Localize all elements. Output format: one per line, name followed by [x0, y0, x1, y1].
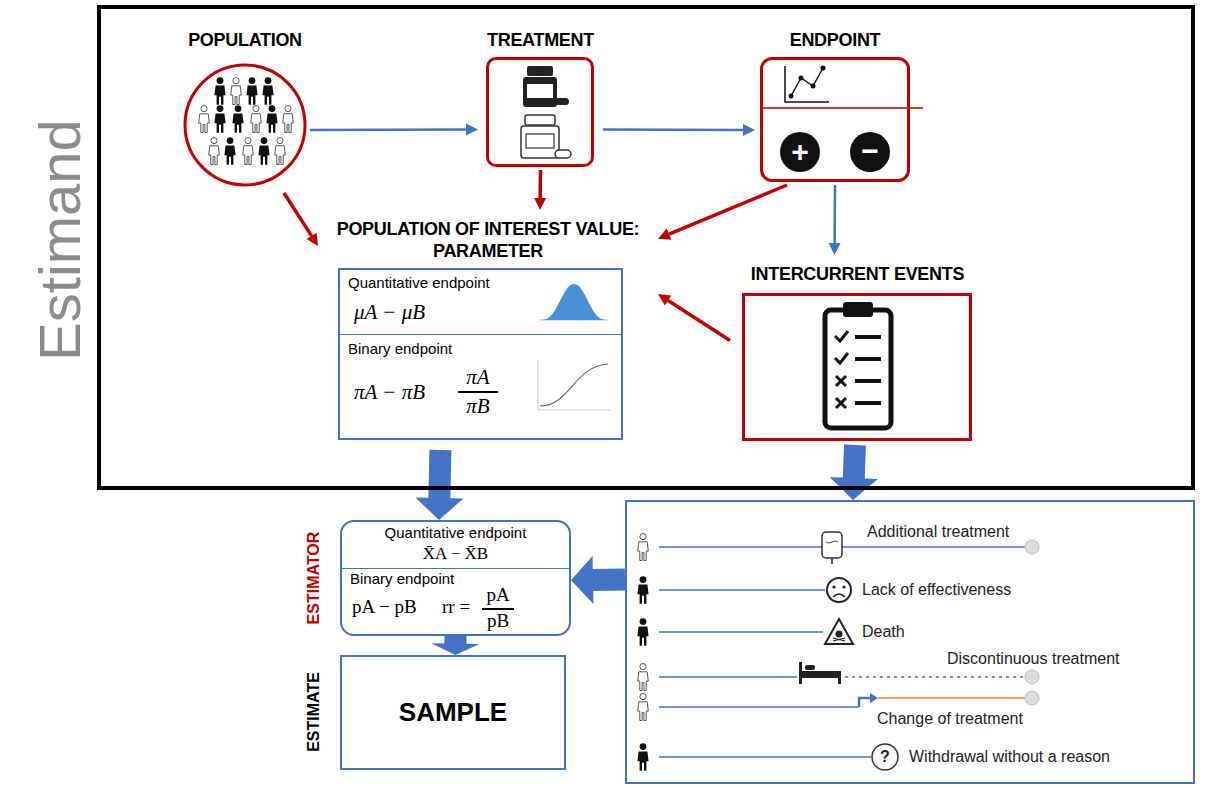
event-label: Withdrawal without a reason	[909, 747, 1110, 766]
endpoint-type: Binary endpoint	[350, 570, 454, 588]
parameter-node: Quantitative endpoint μA − μB Binary endpo…	[318, 210, 658, 450]
vertical-heading: ESTIMATE	[303, 656, 325, 768]
parameter-formula: μA − μB	[354, 300, 425, 324]
endpoint-type: Quantitative endpoint	[342, 524, 569, 542]
fraction-denominator: πB	[458, 394, 498, 418]
event-label: Lack of effectiveness	[862, 580, 1011, 599]
event-label: Death	[862, 622, 905, 641]
sample-node: SAMPLE ESTIMATE	[296, 655, 566, 770]
node-heading: ENDPOINT	[755, 29, 915, 51]
block-arrow	[571, 556, 625, 604]
treatment-node: TREATMENT	[478, 25, 603, 170]
sigmoid-curve	[530, 356, 614, 416]
connector-arrow	[829, 185, 841, 255]
endpoint-type: Quantitative endpoint	[348, 274, 490, 292]
sample-label: SAMPLE	[342, 657, 564, 768]
block-arrow	[415, 450, 463, 520]
node-heading: POPULATION	[180, 29, 310, 51]
block-arrow	[830, 445, 878, 500]
estimator-node: Quantitative endpointX̄A − X̄B Binary end…	[296, 520, 571, 636]
population-circle	[180, 55, 310, 190]
node-heading: POPULATION OF INTEREST VALUE: PARAMETER	[318, 218, 658, 262]
fraction-denominator: pB	[482, 610, 514, 632]
endpoint-node: ENDPOINT +−	[755, 25, 915, 185]
diagram-heading: Estimand	[27, 100, 93, 380]
shape-outline: SAMPLE	[340, 655, 566, 770]
estimand-frame: Estimand POPULATION TREATMENT ENDPOINT+−…	[97, 5, 1195, 490]
connector-arrow	[603, 124, 755, 136]
normal-curve	[536, 276, 612, 326]
question-mark: ?	[872, 747, 898, 766]
plus-symbol: +	[780, 132, 820, 172]
connector-arrow	[284, 193, 318, 246]
population-node: POPULATION	[180, 25, 310, 193]
vertical-heading: ESTIMATOR	[303, 522, 325, 634]
divider-line	[458, 391, 498, 393]
pill-bottles	[489, 60, 591, 164]
estimator-formula: pA − pB	[352, 596, 417, 618]
connector-arrow	[310, 123, 478, 135]
shape-outline: Quantitative endpointX̄A − X̄B Binary end…	[340, 520, 571, 636]
estimator-formula: X̄A − X̄B	[342, 544, 569, 564]
fraction-numerator: pA	[482, 584, 514, 606]
fraction-numerator: πA	[458, 365, 498, 389]
block-arrow	[431, 636, 479, 655]
divider-line	[340, 334, 621, 335]
minus-symbol: −	[850, 132, 890, 172]
shape-outline	[742, 293, 972, 441]
clipboard-icon	[745, 296, 969, 438]
intercurrent-node: INTERCURRENT EVENTS	[730, 255, 985, 445]
divider-line	[342, 568, 569, 569]
parameter-formula: πA − πB	[354, 380, 425, 404]
node-heading: TREATMENT	[478, 29, 603, 51]
event-label: Change of treatment	[877, 709, 1023, 728]
divider-line	[482, 608, 514, 610]
event-label: Discontinuous treatment	[947, 649, 1120, 668]
intercurrent-timelines	[627, 502, 1193, 782]
shape-outline	[486, 57, 594, 167]
shape-outline: Quantitative endpoint μA − μB Binary endpo…	[338, 268, 623, 440]
connector-arrow	[534, 170, 546, 210]
endpoint-type: Binary endpoint	[348, 340, 452, 358]
intercurrent-events-box: Additional treatmentLack of effectivenes…	[625, 500, 1195, 784]
event-label: Additional treatment	[867, 522, 1009, 541]
estimator-formula: rr =	[442, 596, 470, 618]
connector-arrow	[658, 185, 787, 240]
connector-arrow	[658, 294, 730, 341]
node-heading: INTERCURRENT EVENTS	[730, 263, 985, 285]
